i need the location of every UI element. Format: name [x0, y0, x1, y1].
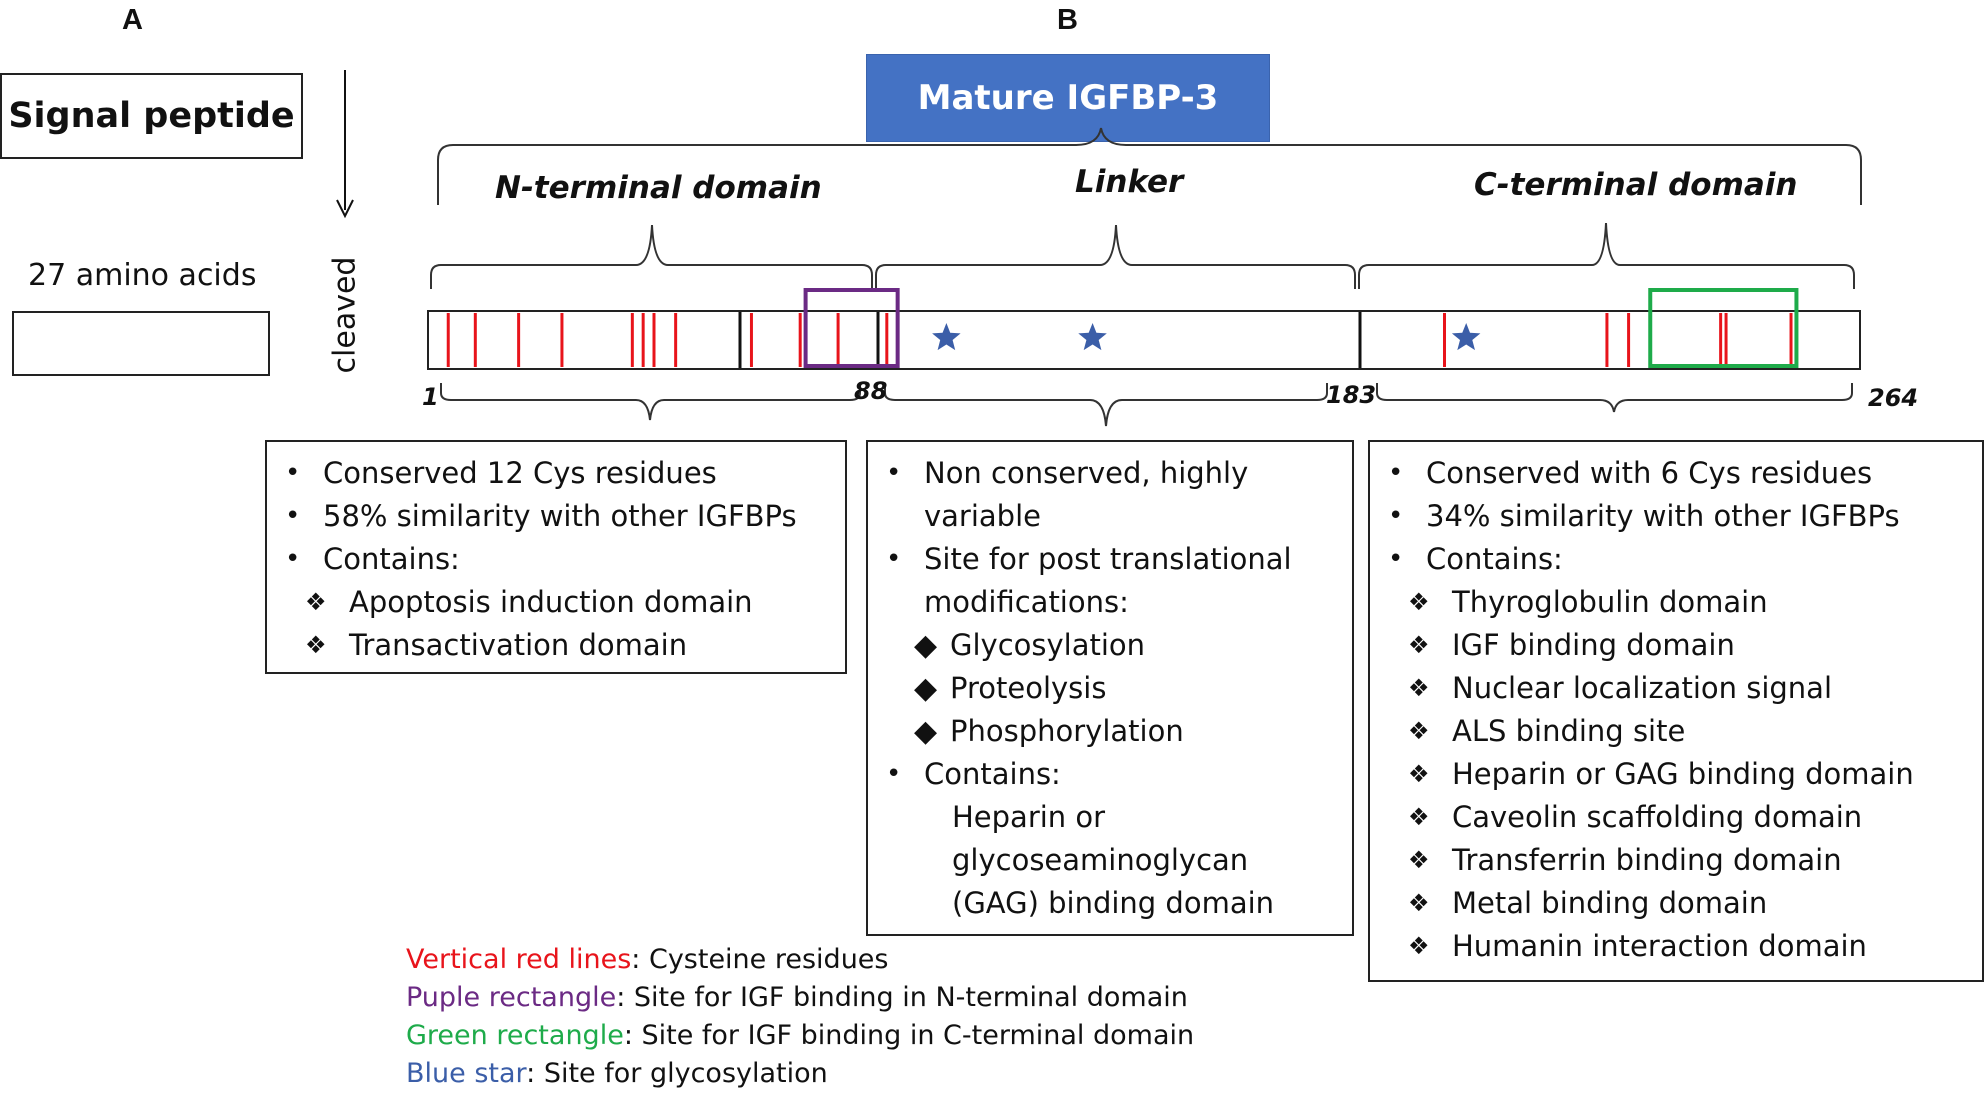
panel-label-b: B [1057, 4, 1078, 36]
linker-label: Linker [1075, 164, 1184, 200]
signal-peptide-bar [12, 311, 270, 376]
legend-key: Puple rectangle [406, 982, 617, 1013]
linker-modification-item: Proteolysis [878, 667, 1338, 710]
legend-key: Vertical red lines [406, 944, 632, 975]
linker-bullet-ptm: Site for post translational modification… [878, 538, 1338, 624]
c-terminal-brace [1358, 222, 1855, 289]
linker-modification-item: Phosphorylation [878, 710, 1338, 753]
linker-bullet-contains: Contains: [878, 753, 1338, 796]
linker-contains-line: glycoseaminoglycan [952, 843, 1249, 877]
n-igf-binding-rect [803, 288, 900, 368]
linker-brace [875, 224, 1356, 289]
protein-diagram [427, 127, 1862, 427]
linker-bullet-variable: Non conserved, highly variable [878, 452, 1338, 538]
mature-brace [437, 127, 1862, 205]
n-terminal-label: N-terminal domain [495, 170, 822, 206]
legend-cysteine: Vertical red lines: Cysteine residues [406, 944, 888, 975]
c-contains-item: Humanin interaction domain [1380, 925, 1968, 968]
c-contains-item: Thyroglobulin domain [1380, 581, 1968, 624]
legend-desc: : Site for IGF binding in N-terminal dom… [616, 982, 1188, 1013]
c-terminal-label: C-terminal domain [1474, 167, 1798, 203]
legend-purple-rect: Puple rectangle: Site for IGF binding in… [406, 982, 1188, 1013]
legend-green-rect: Green rectangle: Site for IGF binding in… [406, 1020, 1194, 1051]
c-contains-item: Caveolin scaffolding domain [1380, 796, 1968, 839]
signal-peptide-length: 27 amino acids [28, 258, 257, 293]
n-terminal-bottom-brace [440, 383, 861, 421]
legend-blue-star: Blue star: Site for glycosylation [406, 1058, 828, 1089]
legend-desc: : Site for glycosylation [526, 1058, 828, 1089]
c-contains-item: Nuclear localization signal [1380, 667, 1968, 710]
c-terminal-bottom-brace [1376, 383, 1853, 413]
n-contains-item: Transactivation domain [277, 624, 831, 667]
signal-peptide-label: Signal peptide [8, 96, 295, 136]
legend-key: Green rectangle [406, 1020, 624, 1051]
mature-igfbp3-title: Mature IGFBP-3 [917, 78, 1219, 118]
n-terminal-info-box: Conserved 12 Cys residues 58% similarity… [265, 440, 847, 674]
n-bullet-cys: Conserved 12 Cys residues [277, 452, 831, 495]
protein-bar [427, 310, 1861, 370]
cleavage-arrow-icon [336, 70, 354, 219]
c-contains-item: ALS binding site [1380, 710, 1968, 753]
c-contains-item: Metal binding domain [1380, 882, 1968, 925]
position-264: 264 [1868, 384, 1919, 412]
c-terminal-info-box: Conserved with 6 Cys residues 34% simila… [1368, 440, 1984, 982]
n-terminal-brace [430, 224, 873, 289]
glycosylation-star-icon [1451, 323, 1481, 351]
c-bullet-cys: Conserved with 6 Cys residues [1380, 452, 1968, 495]
c-bullet-similarity: 34% similarity with other IGFBPs [1380, 495, 1968, 538]
c-bullet-contains: Contains: [1380, 538, 1968, 581]
position-88: 88 [854, 377, 888, 405]
linker-modification-item: Glycosylation [878, 624, 1338, 667]
legend-desc: : Cysteine residues [631, 944, 889, 975]
legend-key: Blue star [406, 1058, 527, 1089]
glycosylation-star-icon [932, 323, 961, 351]
n-bullet-contains: Contains: [277, 538, 831, 581]
position-1: 1 [422, 383, 439, 411]
linker-bottom-brace [884, 383, 1328, 427]
legend-desc: : Site for IGF binding in C-terminal dom… [623, 1020, 1195, 1051]
linker-contains-line: Heparin or [952, 800, 1106, 834]
c-contains-item: Transferrin binding domain [1380, 839, 1968, 882]
n-bullet-similarity: 58% similarity with other IGFBPs [277, 495, 831, 538]
c-contains-item: Heparin or GAG binding domain [1380, 753, 1968, 796]
linker-contains-line: (GAG) binding domain [952, 886, 1275, 920]
c-igf-binding-rect [1648, 288, 1799, 368]
signal-peptide-box: Signal peptide [0, 73, 303, 159]
linker-info-box: Non conserved, highly variable Site for … [866, 440, 1354, 936]
mature-igfbp3-header: Mature IGFBP-3 [866, 54, 1270, 142]
glycosylation-star-icon [1078, 323, 1107, 351]
position-183: 183 [1326, 381, 1377, 409]
n-contains-item: Apoptosis induction domain [277, 581, 831, 624]
c-contains-item: IGF binding domain [1380, 624, 1968, 667]
panel-label-a: A [122, 4, 143, 36]
